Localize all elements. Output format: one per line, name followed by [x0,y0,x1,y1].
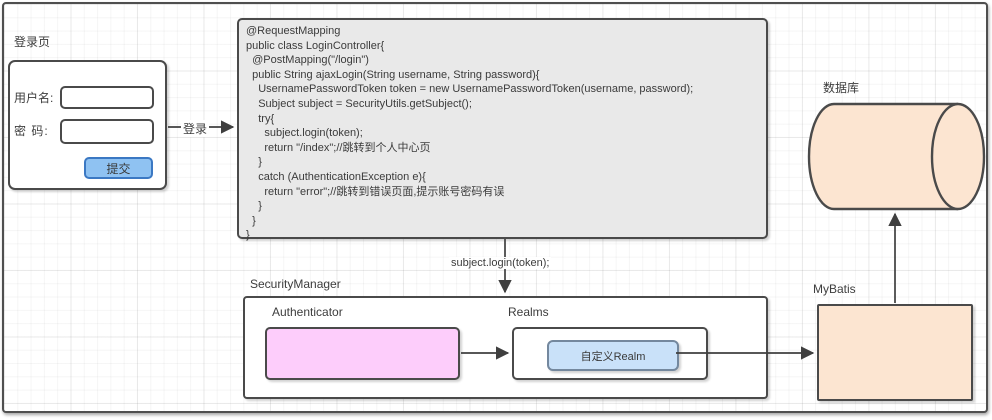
security-manager-title: SecurityManager [250,277,341,291]
authenticator-title: Authenticator [272,305,343,319]
custom-realm-label: 自定义Realm [580,350,646,363]
submit-button[interactable]: 提交 [84,157,153,179]
password-input[interactable] [60,119,154,144]
realms-title: Realms [508,305,549,319]
authenticator-box [265,327,460,380]
database-title: 数据库 [823,81,860,95]
username-input[interactable] [60,86,154,109]
password-label: 密 码: [14,124,49,138]
mybatis-title: MyBatis [813,282,856,296]
custom-realm-box: 自定义Realm [547,340,679,371]
submit-button-label: 提交 [106,161,131,176]
login-arrow-label: 登录 [181,120,210,137]
mybatis-box [817,304,973,401]
username-label: 用户名: [14,91,54,105]
login-controller-code-block: @RequestMapping public class LoginContro… [237,18,768,241]
login-page-title: 登录页 [14,35,51,49]
subject-login-arrow-label: subject.login(token); [449,257,552,269]
login-controller-code: @RequestMapping public class LoginContro… [246,25,694,242]
